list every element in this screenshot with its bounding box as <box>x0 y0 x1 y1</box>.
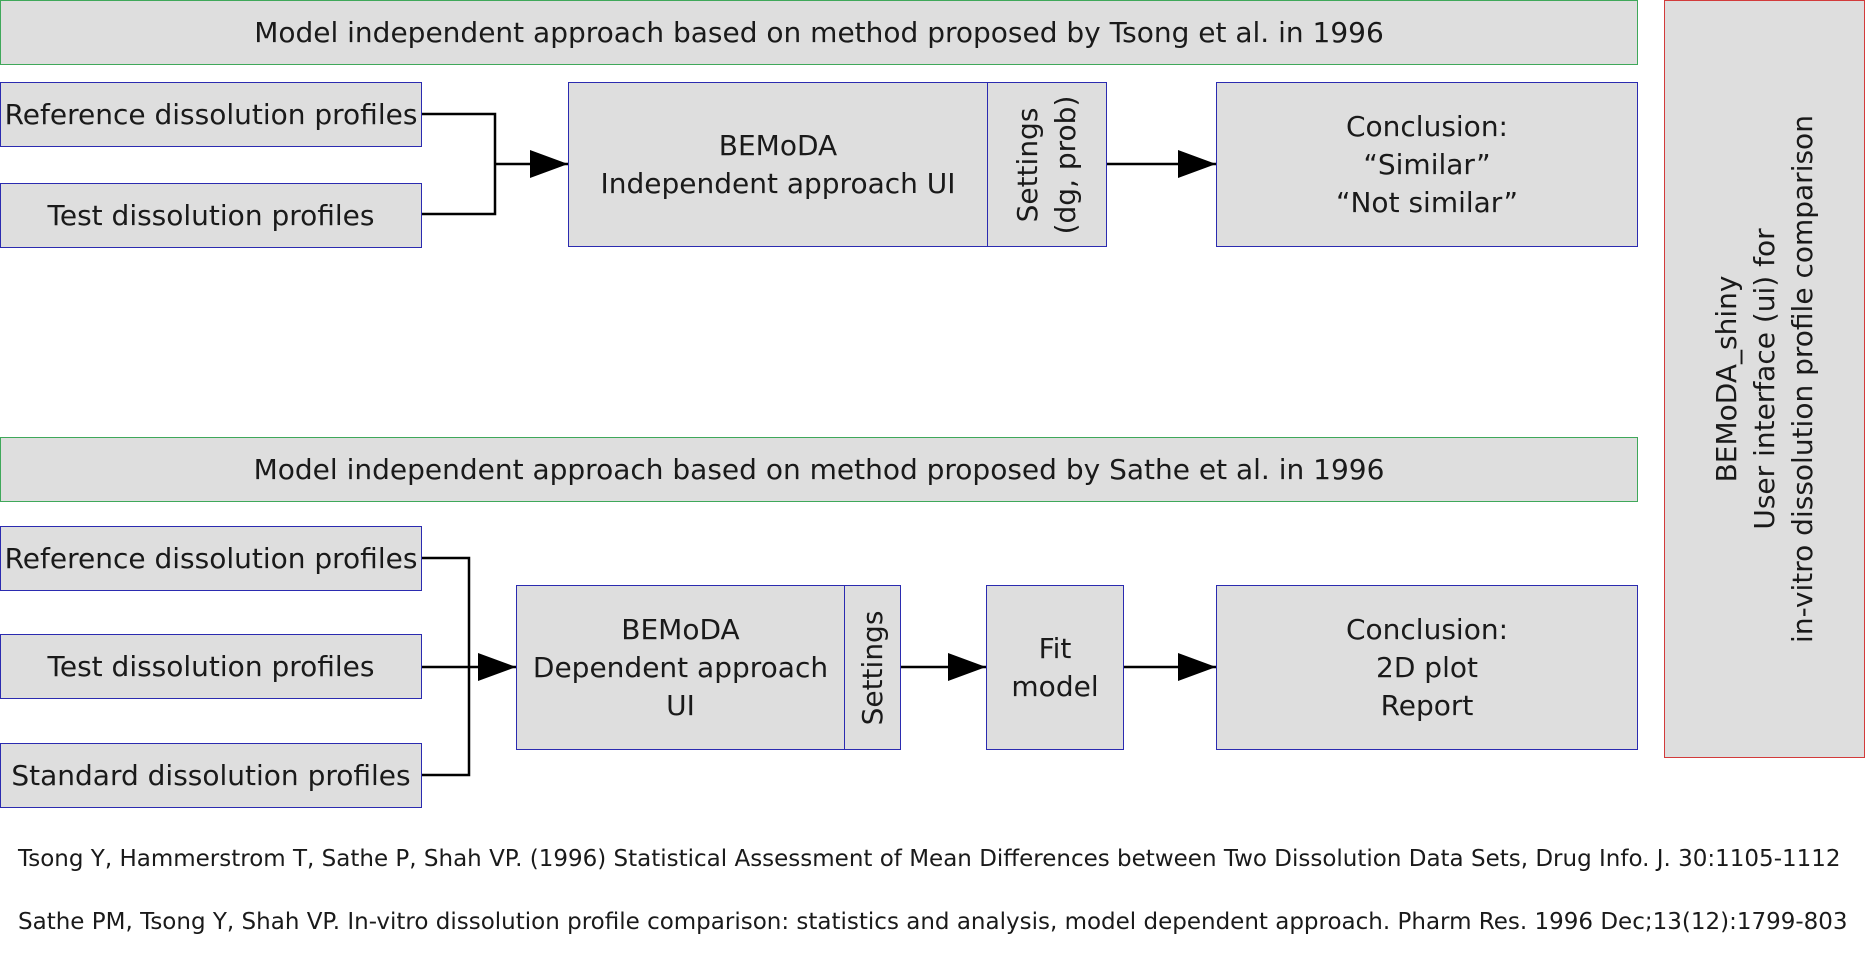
tsong-ui-box: BEMoDA Independent approach UI <box>568 82 988 247</box>
sathe-standard-input-label: Standard dissolution profiles <box>11 758 411 792</box>
tsong-ui-title: BEMoDA <box>718 128 838 162</box>
tsong-test-input-label: Test dissolution profiles <box>47 198 375 232</box>
sathe-test-input-label: Test dissolution profiles <box>47 649 375 683</box>
tsong-settings-params: (dg, prob) <box>1049 95 1082 234</box>
sathe-ui-box: BEMoDA Dependent approach UI <box>516 585 845 750</box>
sathe-reference-input-label: Reference dissolution profiles <box>4 541 418 575</box>
side-panel-subtitle: User interface (ui) for <box>1747 228 1781 530</box>
fit-model-line2: model <box>1011 669 1099 703</box>
tsong-reference-input-label: Reference dissolution profiles <box>4 97 418 131</box>
reference-sathe: Sathe PM, Tsong Y, Shah VP. In-vitro dis… <box>18 909 1848 935</box>
tsong-conclusion-similar: “Similar” <box>1363 147 1491 181</box>
tsong-settings-label: Settings <box>1011 107 1044 222</box>
side-panel: BEMoDA_shiny User interface (ui) for in-… <box>1664 0 1865 758</box>
sathe-section-header: Model independent approach based on meth… <box>0 437 1638 502</box>
sathe-header-text: Model independent approach based on meth… <box>253 452 1385 486</box>
side-panel-title: BEMoDA_shiny <box>1709 275 1743 483</box>
sathe-conclusion-plot: 2D plot <box>1376 650 1478 684</box>
tsong-conclusion-title: Conclusion: <box>1345 109 1508 143</box>
tsong-conclusion-not-similar: “Not similar” <box>1335 185 1518 219</box>
sathe-conclusion-title: Conclusion: <box>1345 612 1509 646</box>
fit-model-box: Fit model <box>986 585 1124 750</box>
tsong-section-header: Model independent approach based on meth… <box>0 0 1638 65</box>
sathe-conclusion-report: Report <box>1380 688 1474 722</box>
sathe-conclusion-box: Conclusion: 2D plot Report <box>1216 585 1638 750</box>
sathe-reference-input-box: Reference dissolution profiles <box>0 526 422 591</box>
side-panel-description: in-vitro dissolution profile comparison <box>1785 115 1819 643</box>
sathe-settings-label: Settings <box>855 610 889 725</box>
tsong-conclusion-box: Conclusion: “Similar” “Not similar” <box>1216 82 1638 247</box>
tsong-settings-box: Settings (dg, prob) <box>987 82 1107 247</box>
sathe-standard-input-box: Standard dissolution profiles <box>0 743 422 808</box>
tsong-header-text: Model independent approach based on meth… <box>254 15 1384 49</box>
reference-tsong: Tsong Y, Hammerstrom T, Sathe P, Shah VP… <box>18 846 1841 872</box>
fit-model-line1: Fit <box>1038 631 1072 665</box>
sathe-ui-title: BEMoDA <box>621 612 740 646</box>
tsong-test-input-box: Test dissolution profiles <box>0 183 422 248</box>
tsong-reference-input-box: Reference dissolution profiles <box>0 82 422 147</box>
sathe-test-input-box: Test dissolution profiles <box>0 634 422 699</box>
sathe-ui-subtitle: Dependent approach UI <box>532 650 829 722</box>
sathe-settings-box: Settings <box>844 585 901 750</box>
tsong-ui-subtitle: Independent approach UI <box>600 166 956 200</box>
